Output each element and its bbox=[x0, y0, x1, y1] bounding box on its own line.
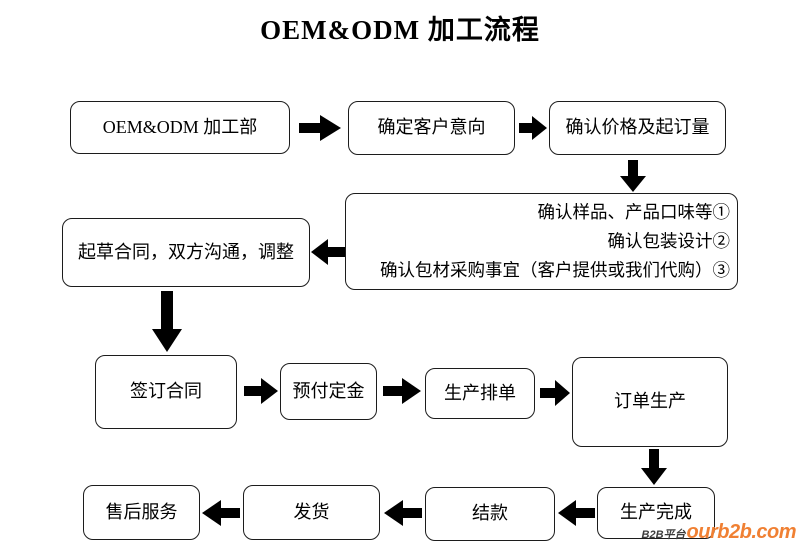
flow-node-label: 生产完成 bbox=[620, 502, 692, 523]
flow-node-confirmations: 确认样品、产品口味等① 确认包装设计② 确认包材采购事宜（客户提供或我们代购）③ bbox=[345, 193, 738, 290]
flow-node-label: 订单生产 bbox=[614, 391, 686, 412]
flow-node-production-schedule: 生产排单 bbox=[425, 368, 535, 419]
page-title: OEM&ODM 加工流程 bbox=[260, 15, 540, 45]
arrow-down-icon bbox=[152, 291, 182, 352]
flow-node-settlement: 结款 bbox=[425, 487, 555, 541]
flow-node-customer-intent: 确定客户意向 bbox=[348, 101, 515, 155]
flow-node-after-sales: 售后服务 bbox=[83, 485, 200, 540]
watermark-platform-label: B2B平台 bbox=[641, 529, 686, 541]
flow-node-price-moq: 确认价格及起订量 bbox=[549, 101, 726, 155]
flow-node-shipping: 发货 bbox=[243, 485, 380, 540]
watermark: B2B平台 ourb2b.com bbox=[641, 521, 797, 544]
flow-node-production-complete: 生产完成 bbox=[597, 487, 715, 539]
confirm-line-3: 确认包材采购事宜（客户提供或我们代购）③ bbox=[380, 260, 730, 280]
flow-node-label: 发货 bbox=[293, 501, 330, 522]
flow-node-label: 确定客户意向 bbox=[377, 117, 486, 138]
confirm-line-2: 确认包装设计② bbox=[607, 231, 731, 251]
flow-node-draft-contract: 起草合同，双方沟通，调整 bbox=[62, 218, 310, 287]
flow-node-label: 预付定金 bbox=[292, 380, 365, 401]
flow-node-label: 生产排单 bbox=[444, 382, 516, 403]
arrow-right-icon bbox=[299, 115, 341, 141]
flow-node-label: 起草合同，双方沟通，调整 bbox=[78, 241, 294, 262]
confirm-line-1: 确认样品、产品口味等① bbox=[537, 202, 731, 222]
arrow-right-icon bbox=[519, 116, 547, 140]
arrow-down-icon bbox=[620, 160, 646, 192]
arrow-right-icon bbox=[383, 378, 421, 404]
watermark-site-label: ourb2b.com bbox=[686, 521, 797, 543]
flow-node-deposit: 预付定金 bbox=[280, 363, 377, 420]
arrow-right-icon bbox=[540, 380, 570, 406]
arrow-left-icon bbox=[202, 500, 240, 526]
flow-node-label: 确认价格及起订量 bbox=[565, 117, 710, 138]
flow-node-order-production: 订单生产 bbox=[572, 357, 728, 447]
flow-node-label: 签订合同 bbox=[130, 381, 202, 402]
flow-node-sign-contract: 签订合同 bbox=[95, 355, 237, 429]
flow-node-label: 售后服务 bbox=[105, 501, 178, 522]
flow-node-label: OEM&ODM 加工部 bbox=[102, 116, 258, 137]
flow-node-oem-odm-dept: OEM&ODM 加工部 bbox=[70, 101, 290, 154]
arrow-left-icon bbox=[311, 239, 345, 265]
arrow-right-icon bbox=[244, 378, 278, 404]
arrow-left-icon bbox=[558, 500, 595, 526]
flow-node-label: 结款 bbox=[472, 503, 508, 524]
arrow-down-icon bbox=[641, 449, 667, 485]
arrow-left-icon bbox=[384, 500, 422, 526]
